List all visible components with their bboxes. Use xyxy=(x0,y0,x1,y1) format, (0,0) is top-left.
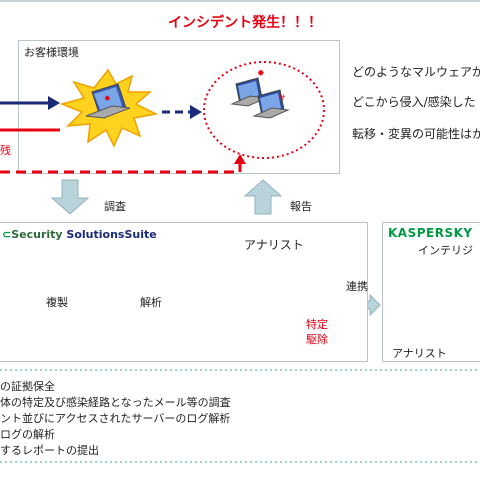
remove-label: 駆除 xyxy=(306,333,328,346)
investigate-arrow xyxy=(50,179,90,215)
kaspersky-analyst-label: アナリスト xyxy=(392,347,447,360)
task-item: の証拠保全 xyxy=(0,380,55,393)
customer-environment-label: お客様環境 xyxy=(24,46,79,59)
task-item: ログの解析 xyxy=(0,428,55,441)
suite-name-rest: SolutionsSuite xyxy=(66,228,157,241)
copy-label: 複製 xyxy=(46,296,68,309)
task-item: するレポートの提出 xyxy=(0,444,99,457)
analyst-label: アナリスト xyxy=(244,238,304,252)
infected-zone-circle xyxy=(203,61,325,159)
task-item: ント並びにアクセスされたサーバーのログ解析 xyxy=(0,412,231,425)
infected-laptop-icon: ✸ xyxy=(85,83,131,119)
incident-title: インシデント発生！！！ xyxy=(168,15,322,31)
attack-arrow xyxy=(0,96,60,110)
suite-logo-mark: ⊂ xyxy=(2,228,12,241)
svg-text:✸: ✸ xyxy=(104,94,111,103)
task-item: 体の特定及び感染経路となったメール等の調査 xyxy=(0,396,231,409)
svg-text:☣: ☣ xyxy=(278,93,286,103)
kaspersky-intelligence-label: インテリジ xyxy=(418,244,473,257)
infected-laptops-icon: ✸ ☣ xyxy=(230,69,290,119)
question-mutation: 転移・変異の可能性はか xyxy=(352,127,480,141)
propagation-dashed-line xyxy=(0,154,246,174)
top-divider xyxy=(0,0,480,2)
link-label: 連携 xyxy=(346,280,368,293)
kaspersky-logo: KASPERSKY xyxy=(388,226,473,240)
identify-label: 特定 xyxy=(306,318,328,331)
kaspersky-box xyxy=(382,222,480,362)
question-infection-route: どこから侵入/感染した xyxy=(352,95,476,109)
security-suite-logo: ⊂Security SolutionsSuite xyxy=(2,228,157,241)
left-edge-label: 残 xyxy=(0,144,11,157)
security-suite-box xyxy=(0,222,368,362)
report-label: 報告 xyxy=(290,200,312,213)
suite-name-bold: Security xyxy=(11,228,63,241)
report-arrow xyxy=(243,179,283,215)
analyze-label: 解析 xyxy=(140,296,162,309)
spread-arrow xyxy=(162,105,202,119)
question-malware: どのようなマルウェアが xyxy=(352,65,480,79)
svg-text:✸: ✸ xyxy=(257,69,265,79)
investigate-label: 調査 xyxy=(104,200,126,213)
